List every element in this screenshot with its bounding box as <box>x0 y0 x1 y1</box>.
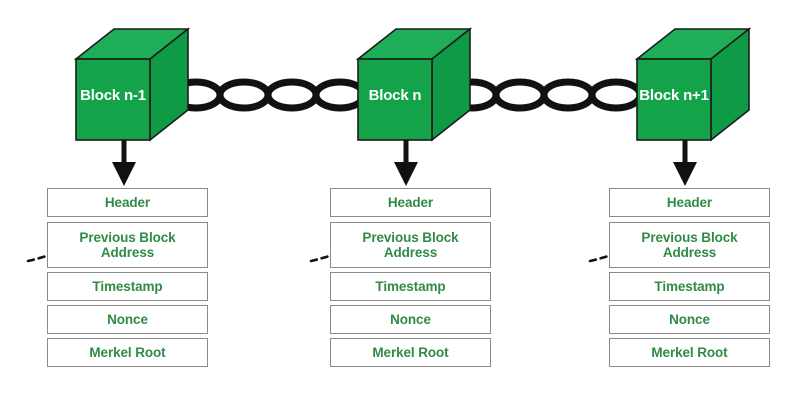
field-box-header-3[interactable]: Header <box>609 188 770 217</box>
down-arrow-icon <box>394 140 418 186</box>
field-label: Merkel Root <box>89 344 166 360</box>
field-label-line-2: Address <box>383 245 438 260</box>
chain-link-icon <box>588 78 644 112</box>
field-label: Header <box>104 194 151 210</box>
chain-link-icon <box>264 78 320 112</box>
field-box-merkel-root-2[interactable]: Merkel Root <box>330 338 491 367</box>
field-box-merkel-root-1[interactable]: Merkel Root <box>47 338 208 367</box>
cube-label-block-n: Block n <box>369 87 422 104</box>
field-box-previous-block-address-2[interactable]: Previous Block Address <box>330 222 491 268</box>
field-label: Nonce <box>107 311 148 327</box>
cube-front-face <box>75 58 151 141</box>
chain-link-icon <box>216 78 272 112</box>
field-label: Timestamp <box>92 278 163 294</box>
field-label: Timestamp <box>654 278 725 294</box>
field-box-merkel-root-3[interactable]: Merkel Root <box>609 338 770 367</box>
field-box-timestamp-2[interactable]: Timestamp <box>330 272 491 301</box>
field-label-line-2: Address <box>662 245 717 260</box>
down-arrow-icon <box>673 140 697 186</box>
down-arrow-icon <box>112 140 136 186</box>
chain-link-icon <box>492 78 548 112</box>
chain-link-icon <box>312 78 368 112</box>
field-box-nonce-1[interactable]: Nonce <box>47 305 208 334</box>
field-box-timestamp-3[interactable]: Timestamp <box>609 272 770 301</box>
cube-front-face <box>357 58 433 141</box>
cube-label-block-n-minus-1: Block n-1 <box>80 87 146 104</box>
field-box-timestamp-1[interactable]: Timestamp <box>47 272 208 301</box>
field-label-line-2: Address <box>100 245 155 260</box>
block-cube-n-plus-1: Block n+1 <box>634 27 752 142</box>
field-box-header-2[interactable]: Header <box>330 188 491 217</box>
field-box-nonce-2[interactable]: Nonce <box>330 305 491 334</box>
chain-connector-2 <box>444 78 644 112</box>
field-box-previous-block-address-3[interactable]: Previous Block Address <box>609 222 770 268</box>
field-box-previous-block-address-1[interactable]: Previous Block Address <box>47 222 208 268</box>
field-label-line-1: Previous Block <box>362 229 459 245</box>
field-label: Timestamp <box>375 278 446 294</box>
field-label: Header <box>666 194 713 210</box>
field-label: Nonce <box>669 311 710 327</box>
block-cube-n-minus-1: Block n-1 <box>73 27 191 142</box>
field-label: Merkel Root <box>651 344 728 360</box>
cube-front-face <box>636 58 712 141</box>
field-box-nonce-3[interactable]: Nonce <box>609 305 770 334</box>
field-box-header-1[interactable]: Header <box>47 188 208 217</box>
field-label: Merkel Root <box>372 344 449 360</box>
cube-label-block-n-plus-1: Block n+1 <box>639 87 708 104</box>
chain-link-icon <box>540 78 596 112</box>
block-cube-n: Block n <box>355 27 473 142</box>
field-label-line-1: Previous Block <box>79 229 176 245</box>
field-label: Header <box>387 194 434 210</box>
field-label-line-1: Previous Block <box>641 229 738 245</box>
field-label: Nonce <box>390 311 431 327</box>
chain-connector-1 <box>168 78 368 112</box>
